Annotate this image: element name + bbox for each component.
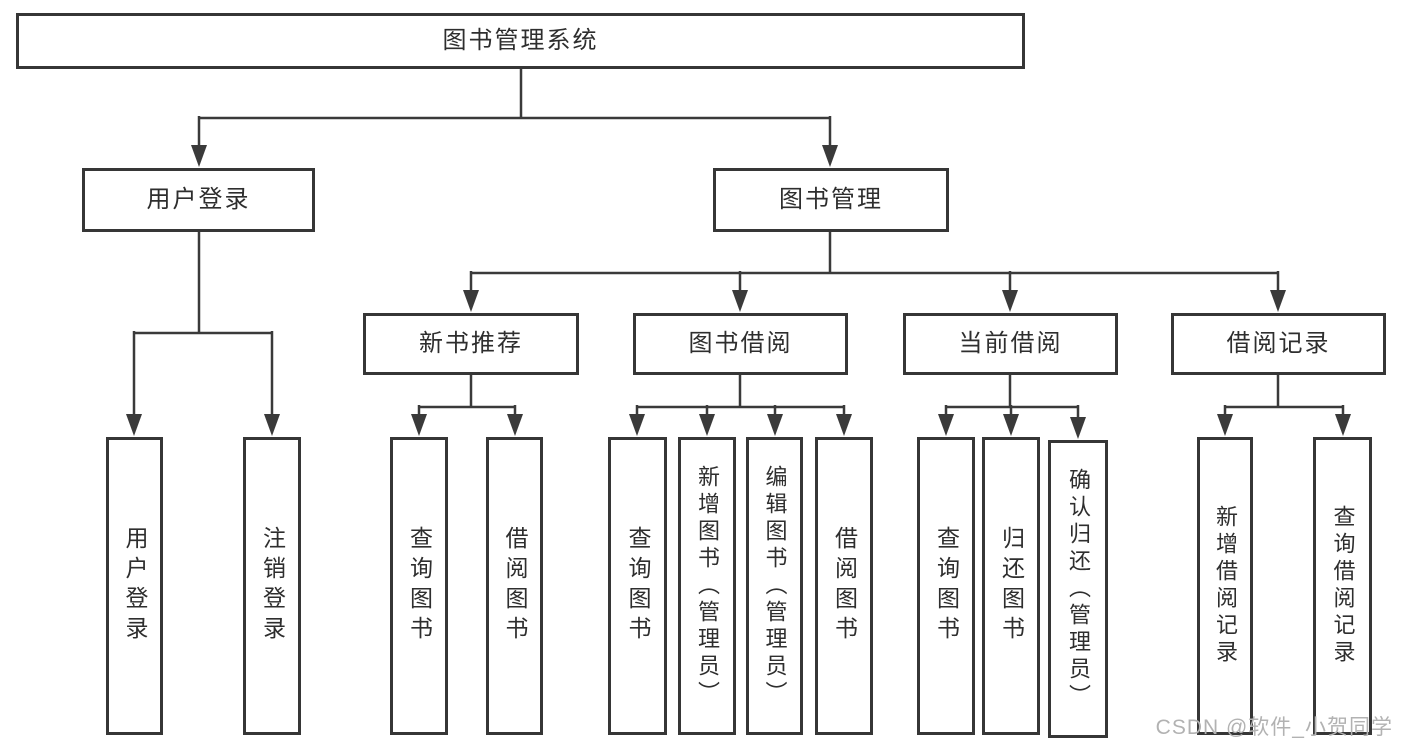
leaf-confirm-return-admin: 确认归还（管理员） [1048, 440, 1108, 738]
node-book-management: 图书管理 [713, 168, 949, 232]
connector-borrowing-records-to-leaves [1223, 375, 1345, 420]
arrowhead [629, 414, 645, 436]
arrowhead [938, 414, 954, 436]
node-borrowing-records: 借阅记录 [1171, 313, 1386, 375]
arrowhead [264, 414, 280, 436]
arrowhead [1335, 414, 1351, 436]
arrowhead [1003, 414, 1019, 436]
leaf-borrow-books-borrowing: 借阅图书 [815, 437, 873, 735]
arrowhead [507, 414, 523, 436]
arrowhead [1270, 290, 1286, 312]
leaf-query-books-borrowing: 查询图书 [608, 437, 667, 735]
leaf-return-books: 归还图书 [982, 437, 1040, 735]
arrowhead [1070, 417, 1086, 439]
arrowhead [191, 145, 207, 167]
node-current-borrowing: 当前借阅 [903, 313, 1118, 375]
leaf-borrow-books-recommend: 借阅图书 [486, 437, 543, 735]
arrowhead [822, 145, 838, 167]
arrowhead [699, 414, 715, 436]
connector-new-book-recommend-to-leaves [417, 375, 517, 420]
leaf-add-books-admin: 新增图书（管理员） [678, 437, 736, 735]
arrowhead [732, 290, 748, 312]
node-new-book-recommend: 新书推荐 [363, 313, 579, 375]
csdn-watermark: CSDN @软件_小贺同学 [1155, 716, 1393, 739]
connector-book-borrowing-to-leaves [635, 375, 846, 420]
connector-user-login-to-leaves [132, 232, 274, 420]
leaf-edit-books-admin: 编辑图书（管理员） [746, 437, 803, 735]
leaf-add-borrow-record: 新增借阅记录 [1197, 437, 1253, 735]
leaf-query-borrow-record: 查询借阅记录 [1313, 437, 1372, 735]
leaf-logout: 注销登录 [243, 437, 301, 735]
leaf-query-books-recommend: 查询图书 [390, 437, 448, 735]
arrowhead [767, 414, 783, 436]
arrowhead [836, 414, 852, 436]
leaf-query-books-current: 查询图书 [917, 437, 975, 735]
node-user-login: 用户登录 [82, 168, 315, 232]
arrowhead [1002, 290, 1018, 312]
connector-book-management-to-level3 [469, 232, 1280, 296]
arrowhead [411, 414, 427, 436]
connector-root-to-level2 [197, 69, 832, 152]
node-book-borrowing: 图书借阅 [633, 313, 848, 375]
node-root: 图书管理系统 [16, 13, 1025, 69]
leaf-user-login: 用户登录 [106, 437, 163, 735]
connector-current-borrowing-to-leaves [944, 375, 1080, 422]
arrowhead [126, 414, 142, 436]
arrowhead [1217, 414, 1233, 436]
arrowhead [463, 290, 479, 312]
